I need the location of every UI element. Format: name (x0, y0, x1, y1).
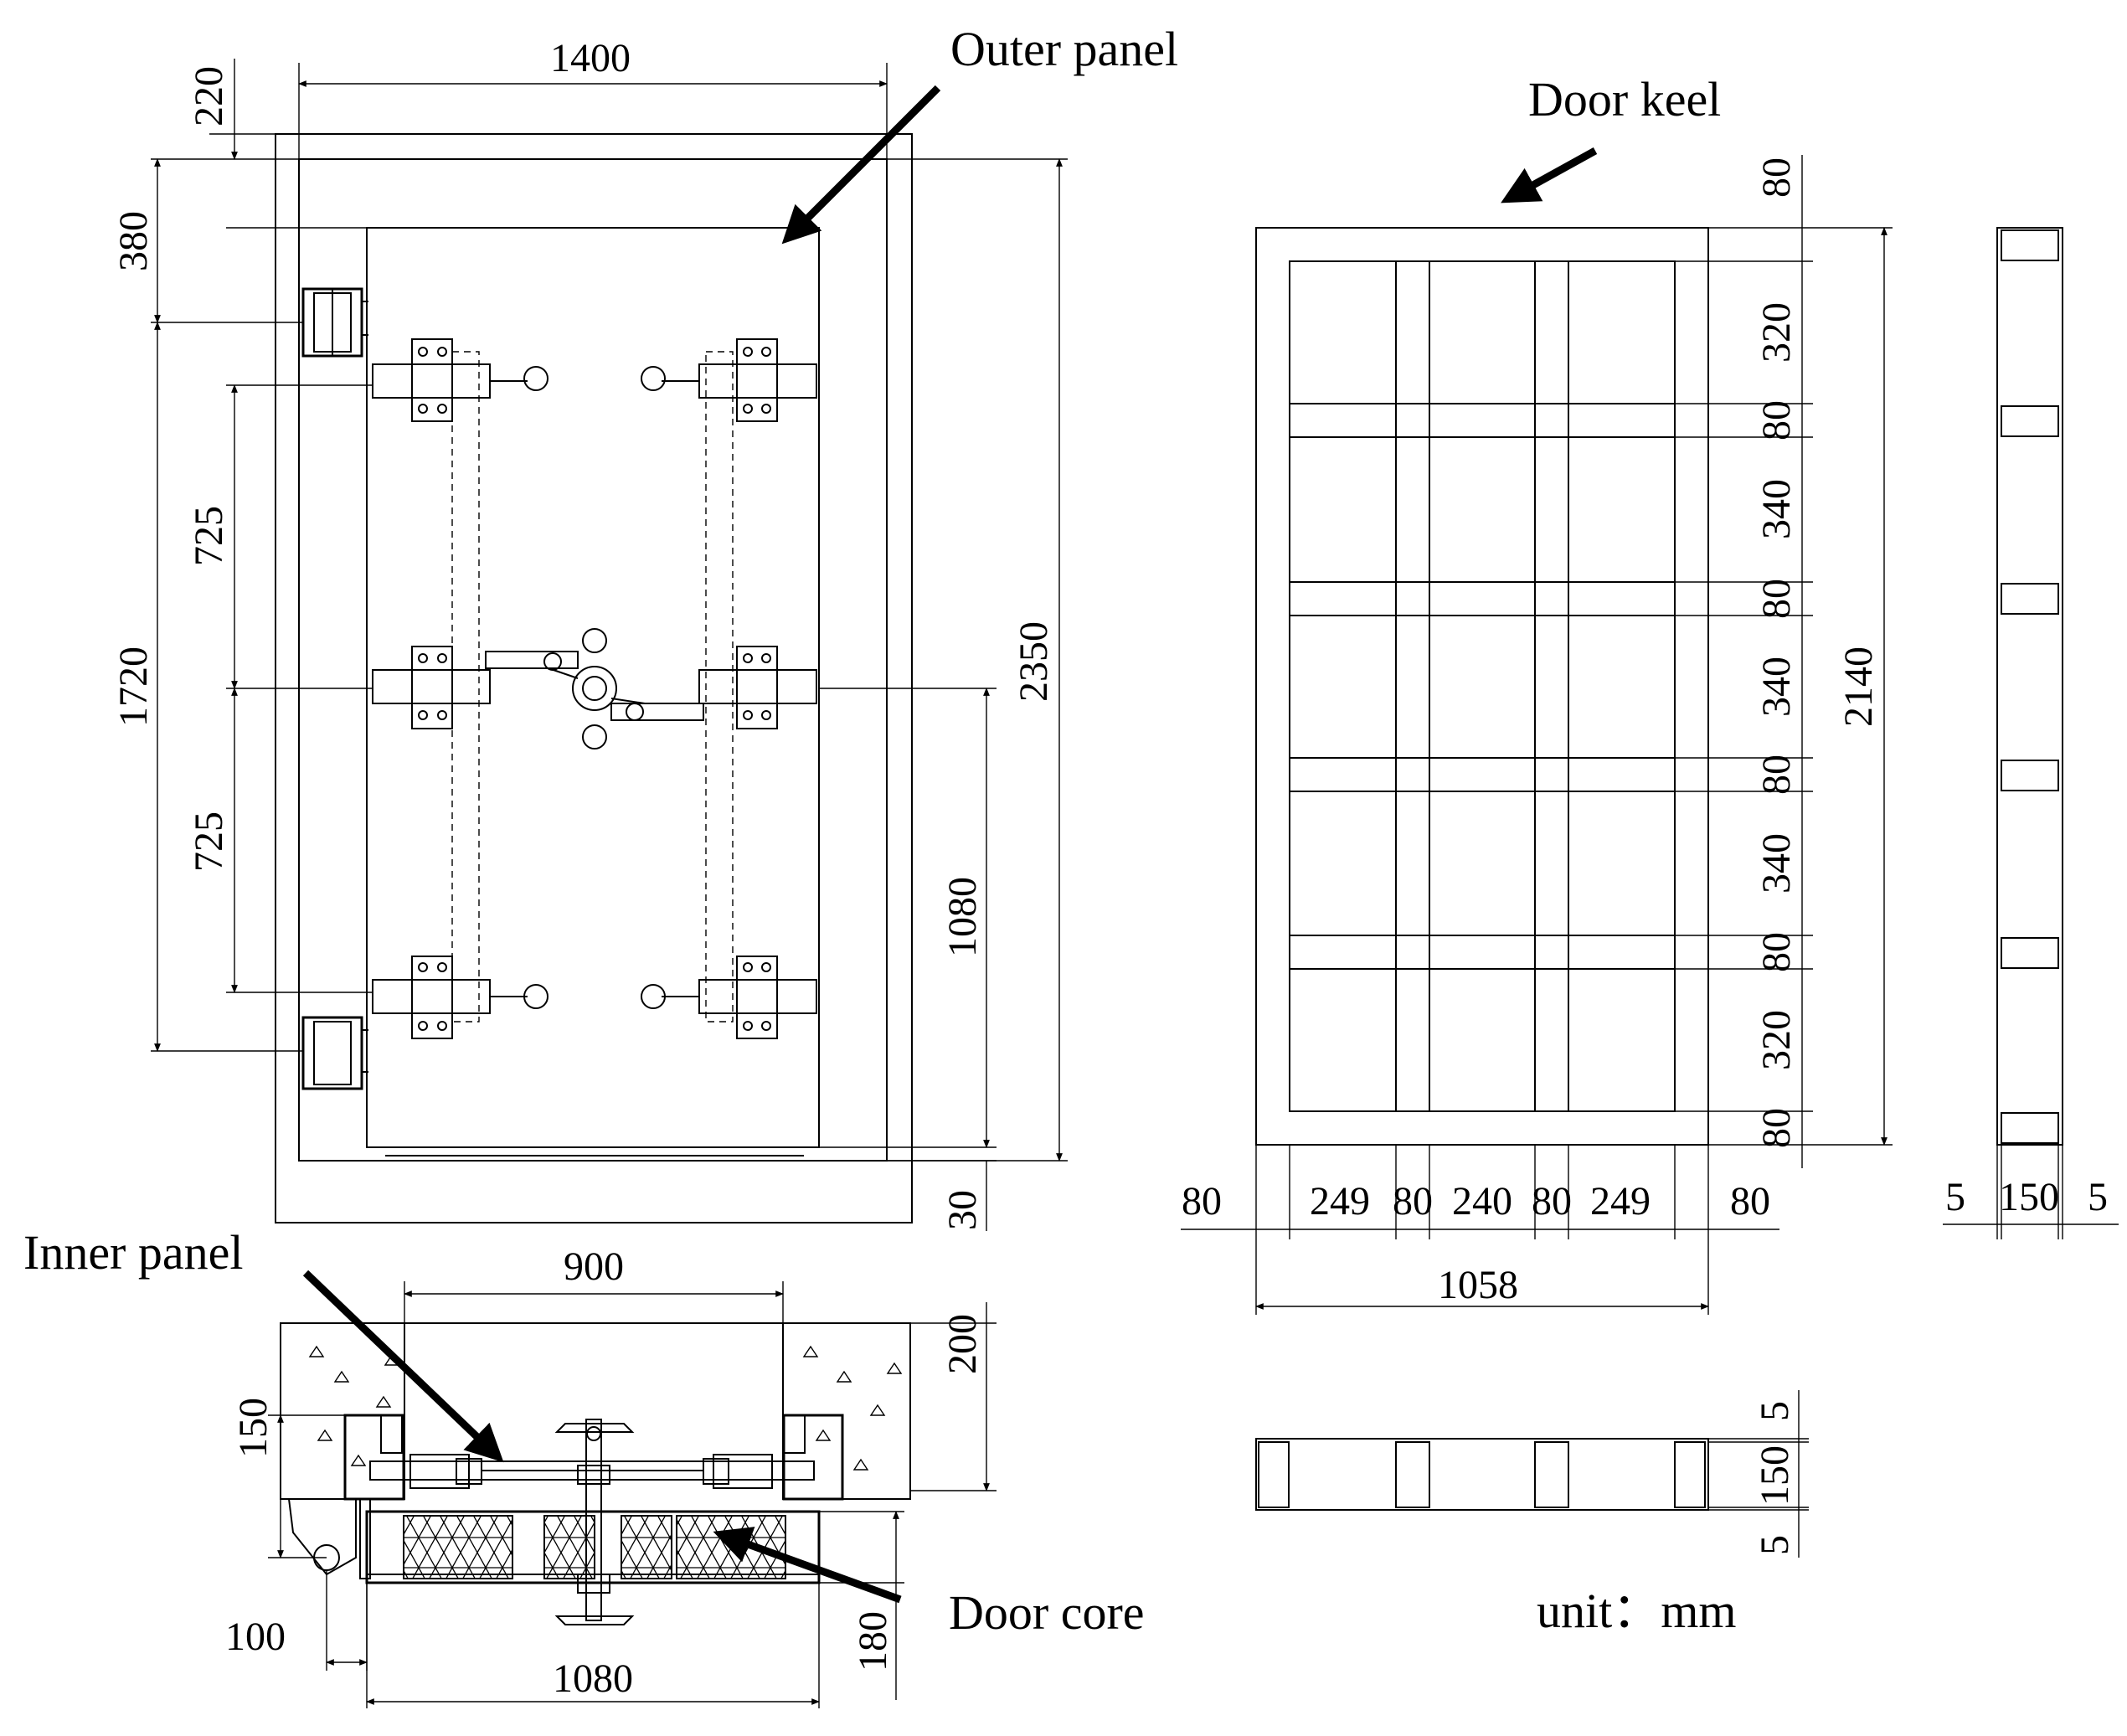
dim-width-1400: 1400 (550, 36, 631, 80)
central-gear-mechanism (485, 628, 704, 750)
dim-depth-180: 180 (851, 1611, 895, 1672)
dim-span-725-upper: 725 (187, 506, 231, 566)
keel-dim-v-1: 80 (1754, 157, 1799, 198)
keel-dim-h-5: 80 (1532, 1179, 1572, 1223)
keel-dim-v-10: 320 (1754, 1010, 1799, 1070)
dim-offset-100: 100 (225, 1615, 286, 1659)
keel-dim-h-2: 249 (1310, 1179, 1370, 1223)
keel-dim-v-2: 320 (1754, 302, 1799, 363)
wall-right (782, 1322, 911, 1500)
keel-dim-v-4: 340 (1754, 479, 1799, 539)
section-view: 900 200 150 100 1080 180 Inner panel Doo… (23, 1225, 1145, 1708)
keel-bottom-view: 5 150 5 (1255, 1390, 1809, 1558)
dim-width-900: 900 (564, 1244, 624, 1289)
keel-dim-v-3: 80 (1754, 400, 1799, 440)
bolt-assembly-left-bottom (372, 956, 548, 1039)
dim-width-1080: 1080 (553, 1656, 633, 1701)
keel-dim-v-11: 80 (1754, 1108, 1799, 1148)
keel-dim-v-9: 80 (1754, 932, 1799, 972)
keel-dim-h-3: 80 (1393, 1179, 1433, 1223)
dim-height-2350: 2350 (1012, 621, 1056, 702)
label-inner-panel: Inner panel (23, 1225, 243, 1280)
dim-offset-380: 380 (111, 211, 156, 271)
unit-note: unit：mm (1537, 1584, 1736, 1638)
keel-side-view: 5 150 5 (1943, 227, 2119, 1239)
dim-top-220: 220 (187, 66, 231, 126)
bottom-dim-3: 5 (1753, 1535, 1797, 1555)
bolt-assembly-left-middle (372, 646, 491, 729)
door-frame-outer (275, 133, 913, 1223)
keel-dim-h-7: 80 (1730, 1179, 1770, 1223)
hinge-bottom (301, 1016, 368, 1090)
keel-dim-v-8: 340 (1754, 833, 1799, 894)
side-dim-3: 5 (2088, 1175, 2108, 1219)
front-view: 1400 220 380 725 725 1720 2350 1080 (111, 22, 1178, 1231)
door-leaf (366, 227, 820, 1148)
door-frame-inner (298, 158, 888, 1162)
dim-bottom-30: 30 (940, 1190, 985, 1230)
bolt-assembly-left-top (372, 338, 548, 422)
label-door-core: Door core (949, 1585, 1145, 1640)
keel-dim-v-6: 340 (1754, 657, 1799, 717)
label-outer-panel: Outer panel (950, 22, 1178, 76)
keel-dim-h-6: 249 (1590, 1179, 1651, 1223)
keel-outer-frame (1255, 227, 1709, 1146)
dim-depth-200: 200 (940, 1314, 985, 1374)
keel-dim-v-5: 80 (1754, 579, 1799, 619)
dim-span-725-lower: 725 (187, 811, 231, 872)
door-keel-view: 80 320 80 340 80 340 80 340 80 320 80 21… (1181, 72, 1893, 1315)
door-core-section (365, 1510, 821, 1584)
hinge-top (301, 287, 368, 358)
bottom-dim-1: 5 (1753, 1401, 1797, 1421)
keel-dim-height-2140: 2140 (1836, 646, 1881, 727)
dim-span-1720: 1720 (111, 646, 156, 727)
label-door-keel: Door keel (1528, 72, 1721, 126)
side-dim-2: 150 (1999, 1175, 2059, 1219)
bolt-assembly-right-bottom (641, 956, 817, 1039)
bolt-assembly-right-middle (698, 646, 817, 729)
dim-depth-150: 150 (231, 1398, 276, 1458)
keel-dim-v-7: 80 (1754, 755, 1799, 795)
keel-inner-frame (1289, 260, 1676, 1112)
bottom-dim-2: 150 (1753, 1445, 1797, 1506)
bolt-assembly-right-top (641, 338, 817, 422)
keel-dim-width-1058: 1058 (1438, 1263, 1518, 1307)
side-dim-1: 5 (1945, 1175, 1965, 1219)
keel-dim-h-1: 80 (1182, 1179, 1222, 1223)
dim-height-1080: 1080 (940, 877, 985, 957)
keel-dim-h-4: 240 (1452, 1179, 1512, 1223)
